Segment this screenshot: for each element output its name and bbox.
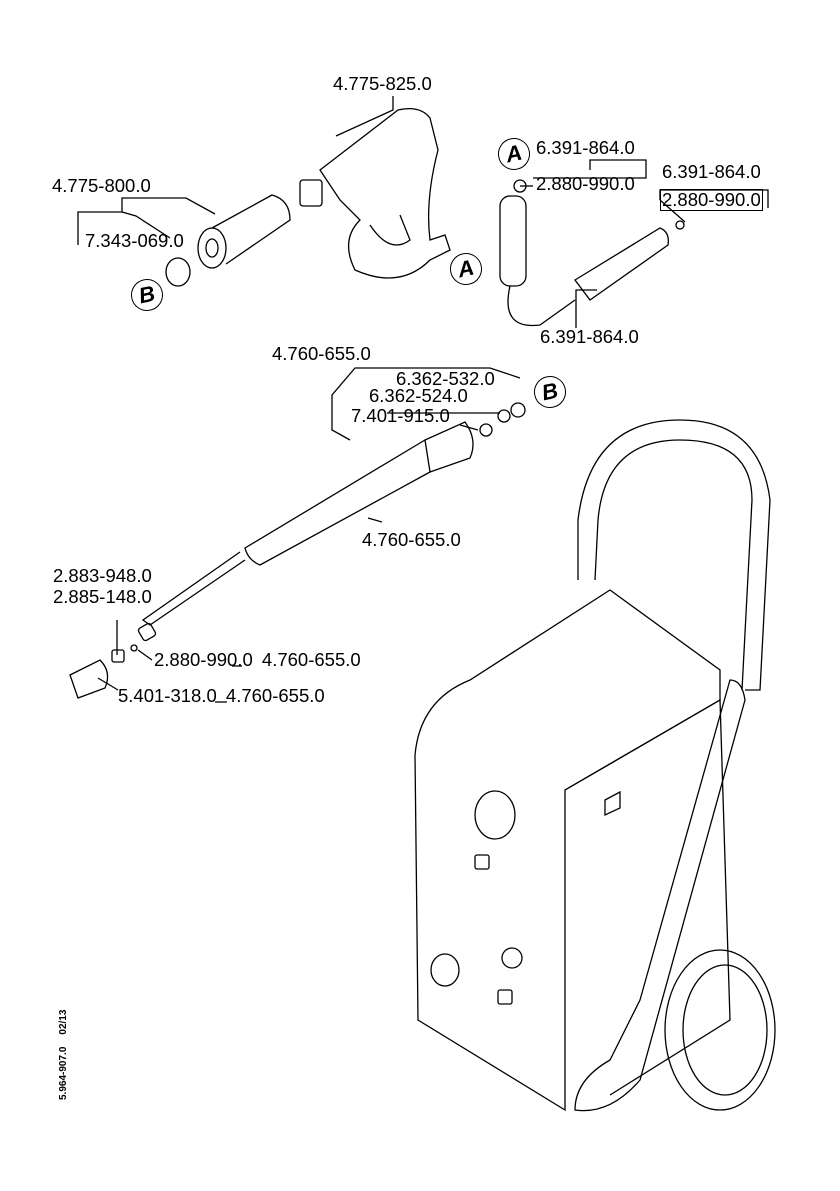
machine-drawing bbox=[414, 419, 776, 1112]
part-label-lance-part3: 7.401-915.0 bbox=[351, 405, 450, 426]
part-label-lance-part1: 6.362-532.0 bbox=[396, 368, 495, 389]
part-label-hose-top: 6.391-864.0 bbox=[536, 137, 635, 158]
part-label-hose-oring: 2.880-990.0 bbox=[536, 173, 635, 194]
part-label-filter-ring: 7.343-069.0 bbox=[85, 230, 184, 251]
part-label-nozzle-cap: 5.401-318.0 4.760-655.0 bbox=[118, 686, 325, 706]
part-label-lance-part2: 6.362-524.0 bbox=[369, 385, 468, 406]
part-label-nozzle1: 2.883-948.0 bbox=[53, 565, 152, 586]
document-code: 5.964-907.0 02/13 bbox=[58, 998, 69, 1100]
nozzle-oring-ref: 4.760-655.0 bbox=[261, 649, 361, 670]
part-label-nozzle-oring: 2.880-990.0 4.760-655.0 bbox=[154, 650, 361, 670]
part-label-nozzle2: 2.885-148.0 bbox=[53, 586, 152, 607]
lance-drawing bbox=[69, 402, 526, 699]
part-label-lance: 4.760-655.0 bbox=[362, 529, 461, 550]
part-label-filter: 4.775-800.0 bbox=[52, 175, 151, 196]
nozzle-cap-ref: 4.760-655.0 bbox=[225, 685, 325, 706]
part-label-lance-group: 4.760-655.0 bbox=[272, 343, 371, 364]
part-label-hose-bottom: 6.391-864.0 bbox=[540, 326, 639, 347]
document-number: 5.964-907.0 bbox=[58, 1046, 69, 1100]
document-date: 02/13 bbox=[58, 1009, 69, 1035]
part-label-hose-right: 6.391-864.0 bbox=[662, 161, 761, 182]
nozzle-oring-number: 2.880-990.0 bbox=[154, 649, 253, 670]
hose-drawing bbox=[499, 179, 685, 327]
nozzle-cap-number: 5.401-318.0 bbox=[118, 685, 217, 706]
filter-drawing bbox=[165, 194, 291, 287]
spray-gun-drawing bbox=[299, 107, 451, 279]
part-label-gun: 4.775-825.0 bbox=[333, 73, 432, 94]
part-label-hose-right-oring: 2.880-990.0 bbox=[660, 189, 763, 211]
